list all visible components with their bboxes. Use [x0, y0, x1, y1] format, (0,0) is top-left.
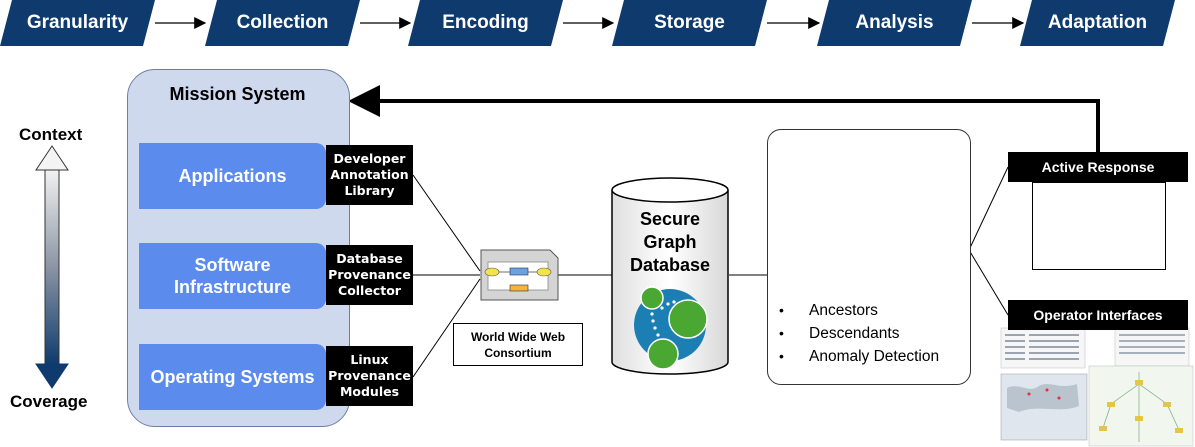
w3c-line: Consortium: [484, 345, 552, 360]
layer-operating-systems: Operating Systems: [139, 344, 326, 410]
operator-interfaces-title: Operator Interfaces: [1008, 300, 1188, 330]
tag-line: Annotation: [330, 167, 409, 182]
stage-analysis: Analysis: [817, 0, 972, 46]
layer-label: Operating Systems: [150, 367, 315, 387]
stage-collection: Collection: [205, 0, 360, 46]
dashboard-thumbnail-icon: [999, 324, 1195, 447]
layer-applications: Applications: [139, 143, 326, 209]
active-response-title: Active Response: [1008, 152, 1188, 182]
context-label: Context: [19, 125, 83, 144]
stage-encoding: Encoding: [408, 0, 563, 46]
stage-adaptation: Adaptation: [1020, 0, 1175, 46]
graph-database-icon: [634, 286, 708, 370]
db-line: Graph: [643, 232, 697, 252]
tag-line: Linux: [350, 352, 389, 367]
active-response-panel: [1032, 182, 1166, 270]
coverage-label: Coverage: [10, 392, 88, 411]
list-item: •Ancestors: [779, 302, 878, 319]
analysis-list: •Ancestors •Descendants •Anomaly Detecti…: [779, 299, 939, 368]
list-item: •Descendants: [779, 325, 900, 342]
w3c-line: World Wide Web: [470, 329, 566, 344]
stage-storage: Storage: [612, 0, 767, 46]
layer-label: Software: [194, 255, 271, 275]
tag-developer-annotation-library: Developer Annotation Library: [326, 145, 413, 205]
tag-linux-provenance-modules: Linux Provenance Modules: [326, 346, 413, 406]
tag-line: Provenance: [328, 368, 411, 383]
tag-database-provenance-collector: Database Provenance Collector: [326, 245, 413, 305]
analysis-item: Descendants: [809, 325, 900, 342]
encoding-icon: [480, 249, 559, 301]
layer-label: Infrastructure: [173, 277, 292, 297]
tag-line: Database: [336, 251, 403, 266]
list-item: •Anomaly Detection: [779, 348, 940, 365]
db-line: Database: [629, 255, 711, 275]
layer-software-infrastructure: Software Infrastructure: [139, 243, 326, 309]
tag-line: Collector: [338, 283, 401, 298]
analysis-panel: [767, 129, 971, 385]
db-line: Secure: [639, 209, 701, 229]
database-label: Secure Graph Database: [611, 208, 729, 277]
operator-interface-screenshots: [999, 324, 1195, 447]
tag-line: Provenance: [328, 267, 411, 282]
tag-line: Developer: [333, 151, 406, 166]
analysis-item: Ancestors: [809, 302, 878, 319]
tag-line: Library: [344, 183, 395, 198]
w3c-label: World Wide Web Consortium: [453, 323, 583, 366]
context-coverage-arrow: [35, 145, 69, 389]
layer-label: Applications: [178, 166, 287, 186]
mission-system-title: Mission System: [169, 84, 306, 104]
tag-line: Modules: [339, 384, 400, 399]
stage-granularity: Granularity: [0, 0, 155, 46]
analysis-item: Anomaly Detection: [809, 348, 940, 365]
